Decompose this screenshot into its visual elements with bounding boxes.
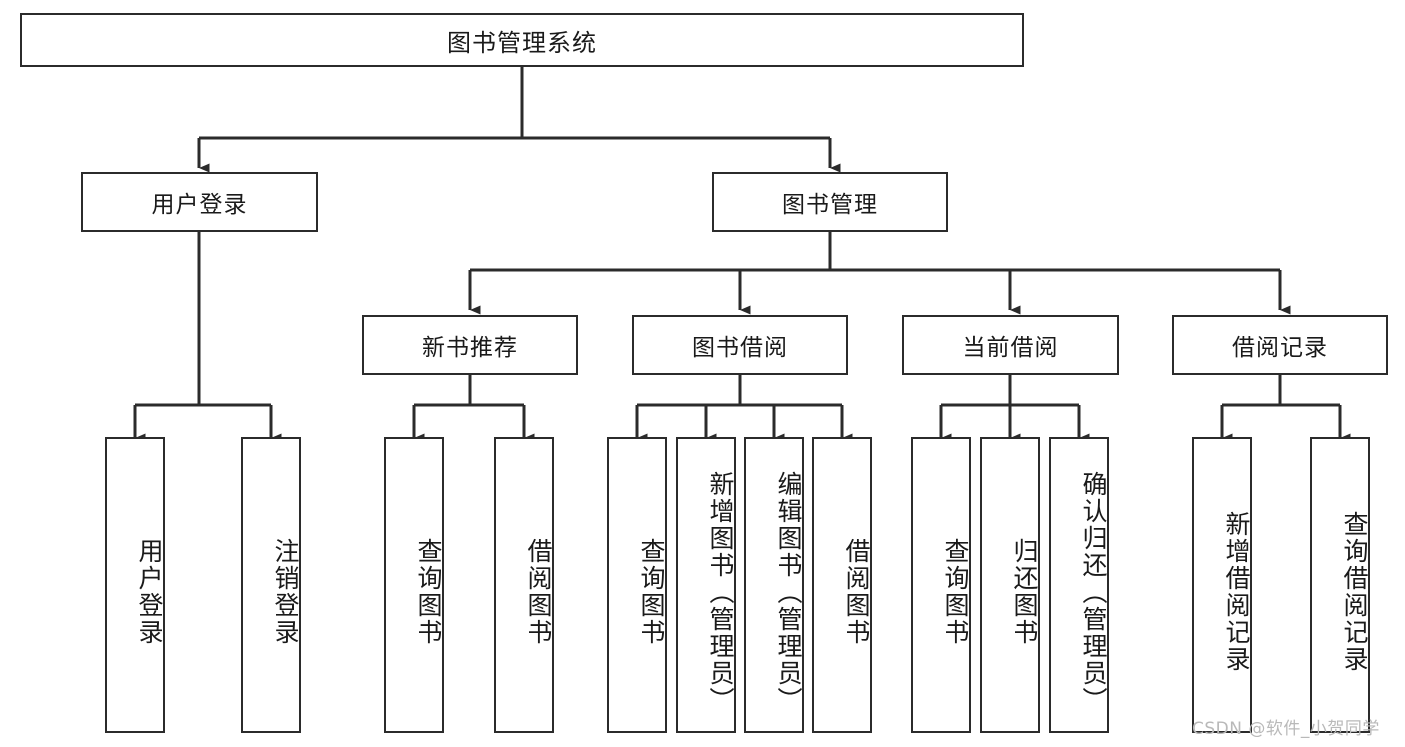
leaf-borrow-edit-book[interactable]: 编辑图书（管理员） bbox=[744, 437, 804, 733]
node-book-management-label: 图书管理 bbox=[782, 192, 878, 218]
leaf-record-add[interactable]: 新增借阅记录 bbox=[1192, 437, 1252, 733]
leaf-borrow-borrow-book-label: 借阅图书 bbox=[842, 538, 871, 646]
node-user-login[interactable]: 用户登录 bbox=[81, 172, 318, 232]
leaf-new-book-query-label: 查询图书 bbox=[414, 538, 443, 646]
leaf-record-query-label: 查询借阅记录 bbox=[1340, 511, 1369, 673]
node-book-borrow[interactable]: 图书借阅 bbox=[632, 315, 848, 375]
leaf-user-login-logout[interactable]: 注销登录 bbox=[241, 437, 301, 733]
leaf-current-query-book-label: 查询图书 bbox=[941, 538, 970, 646]
leaf-borrow-borrow-book[interactable]: 借阅图书 bbox=[812, 437, 872, 733]
node-borrow-record[interactable]: 借阅记录 bbox=[1172, 315, 1388, 375]
leaf-record-query[interactable]: 查询借阅记录 bbox=[1310, 437, 1370, 733]
leaf-borrow-add-book[interactable]: 新增图书（管理员） bbox=[676, 437, 736, 733]
leaf-current-return-book-label: 归还图书 bbox=[1010, 538, 1039, 646]
leaf-borrow-edit-book-label: 编辑图书（管理员） bbox=[774, 470, 803, 714]
leaf-borrow-add-book-label: 新增图书（管理员） bbox=[706, 470, 735, 714]
leaf-new-book-borrow[interactable]: 借阅图书 bbox=[494, 437, 554, 733]
node-new-book-recommend[interactable]: 新书推荐 bbox=[362, 315, 578, 375]
leaf-borrow-query-book[interactable]: 查询图书 bbox=[607, 437, 667, 733]
node-borrow-record-label: 借阅记录 bbox=[1232, 335, 1328, 361]
leaf-borrow-query-book-label: 查询图书 bbox=[637, 538, 666, 646]
leaf-new-book-borrow-label: 借阅图书 bbox=[524, 538, 553, 646]
leaf-current-confirm-return-label: 确认归还（管理员） bbox=[1079, 470, 1108, 714]
leaf-current-query-book[interactable]: 查询图书 bbox=[911, 437, 971, 733]
node-current-borrow-label: 当前借阅 bbox=[962, 335, 1059, 361]
leaf-user-login-login[interactable]: 用户登录 bbox=[105, 437, 165, 733]
csdn-watermark: CSDN @软件_小贺同学 bbox=[1192, 719, 1380, 739]
node-root-system[interactable]: 图书管理系统 bbox=[20, 13, 1024, 67]
leaf-record-add-label: 新增借阅记录 bbox=[1222, 511, 1251, 673]
leaf-new-book-query[interactable]: 查询图书 bbox=[384, 437, 444, 733]
leaf-user-login-login-label: 用户登录 bbox=[135, 538, 164, 646]
leaf-current-confirm-return[interactable]: 确认归还（管理员） bbox=[1049, 437, 1109, 733]
node-book-borrow-label: 图书借阅 bbox=[692, 335, 788, 361]
node-root-system-label: 图书管理系统 bbox=[447, 28, 597, 57]
leaf-current-return-book[interactable]: 归还图书 bbox=[980, 437, 1040, 733]
node-new-book-recommend-label: 新书推荐 bbox=[422, 335, 518, 361]
leaf-user-login-logout-label: 注销登录 bbox=[271, 538, 300, 646]
node-book-management[interactable]: 图书管理 bbox=[712, 172, 948, 232]
node-current-borrow[interactable]: 当前借阅 bbox=[902, 315, 1119, 375]
node-user-login-label: 用户登录 bbox=[151, 192, 248, 218]
